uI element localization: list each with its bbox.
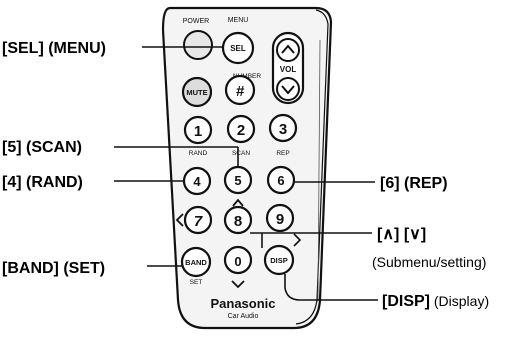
button-5[interactable]: 5 <box>223 165 253 195</box>
button-3[interactable]: 3 <box>268 113 298 143</box>
button-8-label: 8 <box>234 213 242 230</box>
disp-button[interactable]: DISP <box>263 244 295 276</box>
right-arrow-icon <box>293 233 302 247</box>
rand-label: RAND <box>189 150 208 157</box>
button-9-label: 9 <box>276 211 284 228</box>
sel-button[interactable]: SEL <box>221 31 255 65</box>
set-label: SET <box>190 279 203 286</box>
button-3-label: 3 <box>279 121 287 138</box>
button-9[interactable]: 9 <box>265 203 295 233</box>
button-2-label: 2 <box>237 122 245 139</box>
callout-disp: [DISP] (Display) <box>382 293 489 310</box>
left-arrow-icon <box>175 213 184 227</box>
hash-button-label: # <box>236 83 245 100</box>
button-5-label: 5 <box>234 173 241 188</box>
vol-down-icon <box>281 85 295 95</box>
button-7[interactable]: 7 <box>183 205 213 235</box>
callout-disp-bold: [DISP] <box>382 293 430 310</box>
brand-logo: Panasonic <box>210 296 275 311</box>
number-label: NUMBER <box>233 73 261 80</box>
leader-lines <box>114 46 378 301</box>
button-1[interactable]: 1 <box>183 115 213 145</box>
button-1-label: 1 <box>194 123 202 140</box>
down-arrow-icon <box>231 280 245 289</box>
button-0-label: 0 <box>234 254 241 269</box>
callout-updown-sub: (Submenu/setting) <box>372 254 486 270</box>
callout-band-set: [BAND] (SET) <box>2 260 105 277</box>
button-4[interactable]: 4 <box>182 166 212 196</box>
vol-up-icon <box>281 44 295 54</box>
band-button-label: BAND <box>185 258 207 267</box>
callout-rep: [6] (REP) <box>380 175 448 192</box>
scan-label: SCAN <box>232 150 250 157</box>
button-6[interactable]: 6 <box>266 165 296 195</box>
vol-label: VOL <box>280 65 297 74</box>
power-label: POWER <box>183 18 209 25</box>
disp-button-label: DISP <box>270 256 288 265</box>
button-2[interactable]: 2 <box>226 114 256 144</box>
hash-button[interactable]: # <box>224 74 256 106</box>
callout-rand: [4] (RAND) <box>2 174 83 191</box>
button-4-label: 4 <box>193 174 201 189</box>
mute-button-label: MUTE <box>186 88 207 97</box>
button-6-label: 6 <box>277 173 284 188</box>
rep-label: REP <box>276 150 289 157</box>
button-7-label: 7 <box>194 213 203 230</box>
callout-disp-sub: (Display) <box>430 293 489 309</box>
mute-button[interactable]: MUTE <box>181 76 213 108</box>
power-button[interactable] <box>183 30 213 60</box>
menu-label: MENU <box>228 17 249 24</box>
sel-button-label: SEL <box>230 44 246 53</box>
callout-scan: [5] (SCAN) <box>2 139 82 156</box>
band-button[interactable]: BAND <box>180 246 212 278</box>
callout-updown: [∧] [∨] <box>377 226 426 243</box>
up-arrow-icon <box>232 198 244 207</box>
button-0[interactable]: 0 <box>223 245 253 275</box>
vol-rocker[interactable]: VOL <box>271 31 305 105</box>
leader-disp <box>284 274 378 301</box>
callout-sel-menu: [SEL] (MENU) <box>2 40 106 57</box>
subbrand-label: Car Audio <box>228 313 259 320</box>
button-8[interactable]: 8 <box>223 205 253 235</box>
